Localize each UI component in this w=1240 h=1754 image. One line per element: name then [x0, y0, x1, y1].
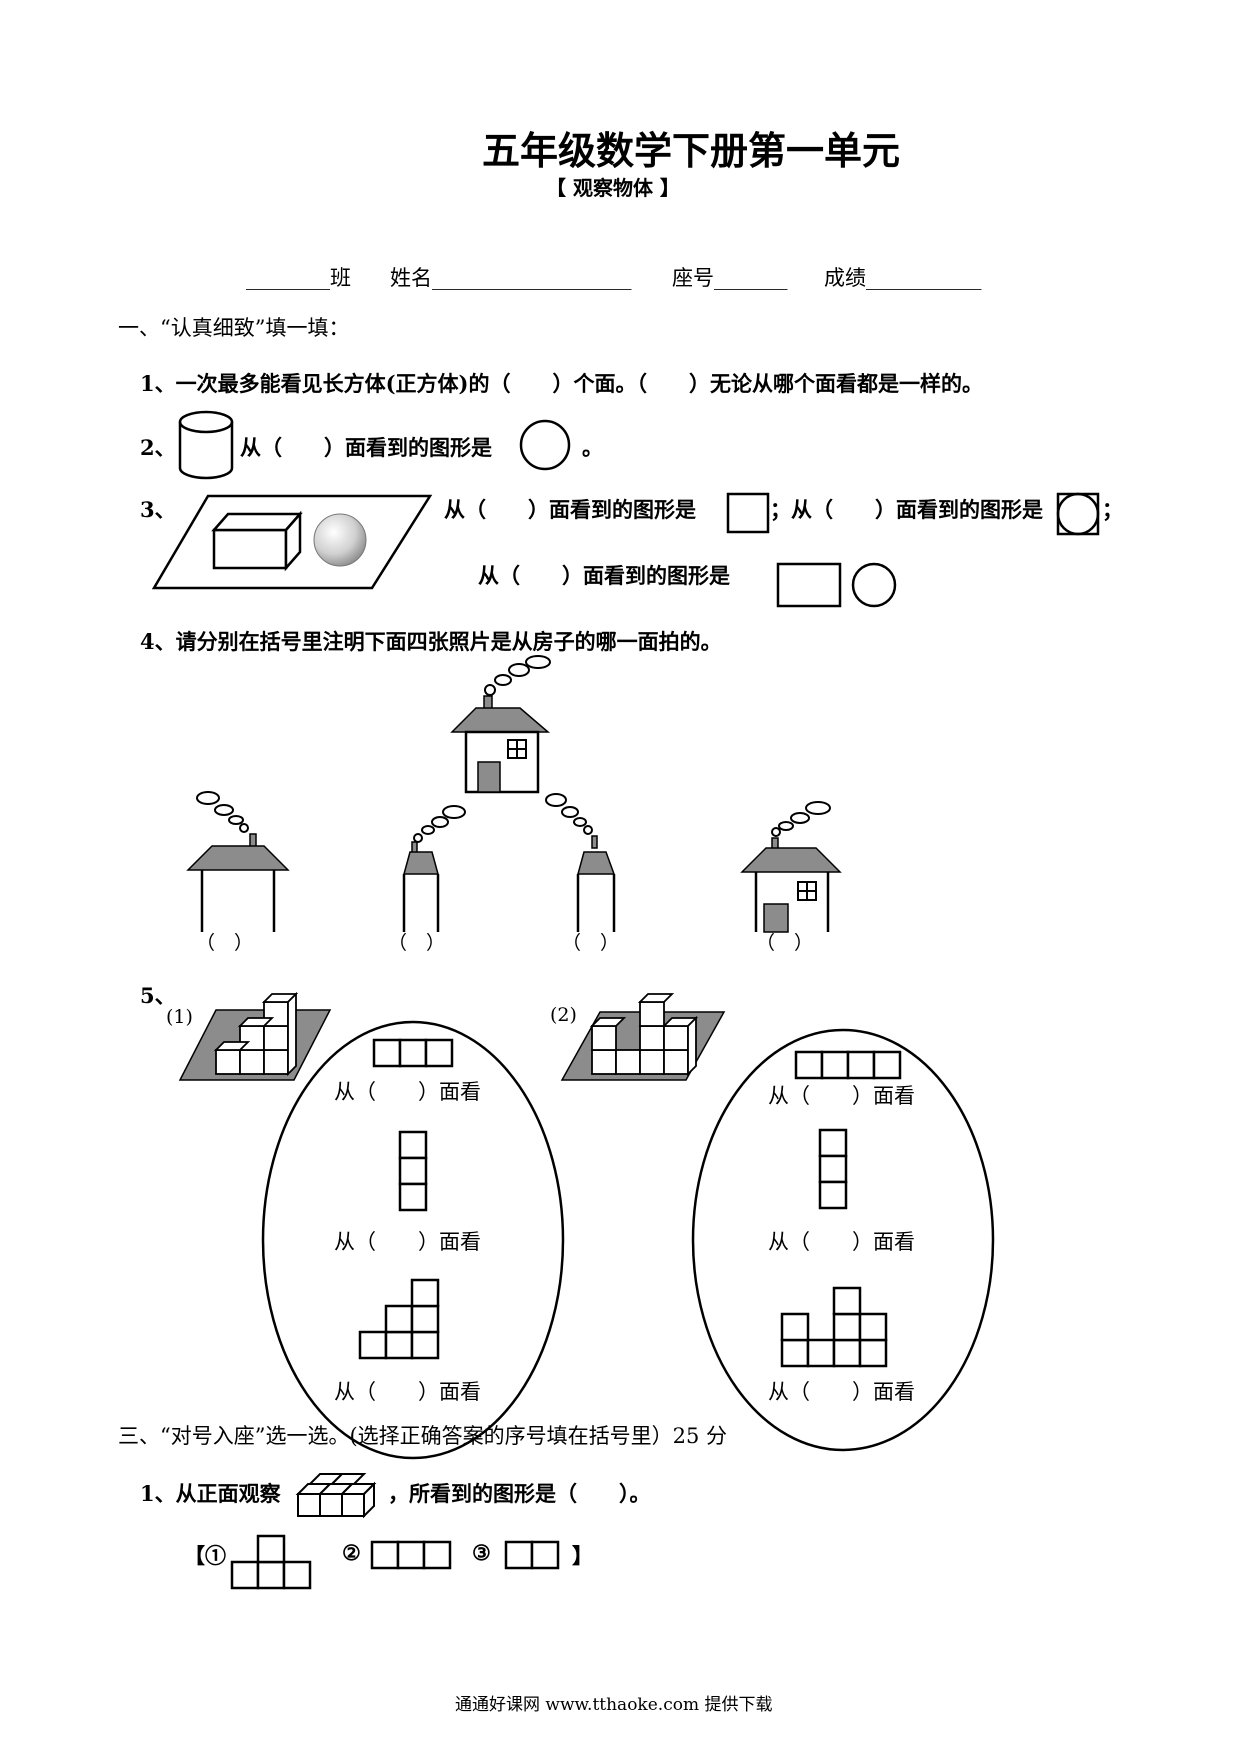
- view-ellipse-1: [261, 1020, 565, 1460]
- question-2-number: 2、: [140, 435, 176, 460]
- view-blank-2b: 从（ ）面看: [768, 1230, 915, 1254]
- house-view-blank-1: （ ）: [196, 932, 254, 954]
- house-right-side-icon: [545, 793, 616, 932]
- class-field: ________班: [246, 266, 351, 290]
- cube-stack-2-icon: [560, 993, 726, 1081]
- question-3-text-c: 从（ ）面看到的图形是: [478, 563, 730, 588]
- house-view-blank-4: （ ）: [756, 932, 814, 954]
- view-ellipse-2: [691, 1028, 995, 1452]
- square-answer-icon: [726, 492, 770, 534]
- circle-answer-icon-2: [851, 562, 897, 608]
- view-blank-2a: 从（ ）面看: [768, 1084, 915, 1108]
- question-1: 1、一次最多能看见长方体(正方体)的（ ）个面。（ ）无论从哪个面看都是一样的。: [140, 371, 983, 396]
- question-3-end: ；: [1102, 497, 1123, 522]
- view-2a-shape: [794, 1050, 902, 1080]
- view-2b-shape: [818, 1128, 848, 1210]
- question-2-text: 从（ ）面看到的图形是: [240, 435, 492, 460]
- view-blank-1a: 从（ ）面看: [334, 1080, 481, 1104]
- house-view-blank-2: （ ）: [388, 932, 446, 954]
- view-1a-shape: [372, 1038, 454, 1068]
- option-2-shape: [370, 1540, 452, 1570]
- question-3-number: 3、: [140, 497, 176, 522]
- page-subtitle: 【 观察物体 】: [546, 176, 680, 200]
- cuboid-sphere-scene: [151, 494, 433, 590]
- view-2c-shape: [780, 1286, 888, 1368]
- cube-stack-1-icon: [178, 991, 332, 1081]
- question-5-label-2: (2): [550, 1004, 577, 1026]
- option-open: 【①: [184, 1543, 226, 1568]
- square-circle-answer-icon: [1056, 492, 1100, 536]
- option-2-label: ②: [342, 1540, 361, 1565]
- option-close: 】: [572, 1543, 593, 1568]
- question-5-label-1: (1): [166, 1006, 193, 1028]
- section3-heading: 三、“对号入座”选一选。(选择正确答案的序号填在括号里）25 分: [118, 1424, 728, 1448]
- question-5-number: 5、: [140, 983, 176, 1008]
- question-3-text-b: ；从（ ）面看到的图形是: [770, 497, 1043, 522]
- name-field: 姓名___________________: [390, 266, 632, 290]
- option-3-label: ③: [472, 1540, 491, 1565]
- cylinder-icon: [178, 410, 234, 480]
- question-3-text-a: 从（ ）面看到的图形是: [444, 497, 696, 522]
- footer-text: 通通好课网 www.tthaoke.com 提供下载: [455, 1695, 773, 1715]
- question-4: 4、请分别在括号里注明下面四张照片是从房子的哪一面拍的。: [140, 629, 722, 654]
- view-1c-shape: [358, 1278, 440, 1360]
- seat-field: 座号_______: [672, 266, 788, 290]
- page-title: 五年级数学下册第一单元: [482, 128, 901, 173]
- small-cube-figure-icon: [295, 1473, 377, 1519]
- view-blank-1c: 从（ ）面看: [334, 1380, 481, 1404]
- view-blank-2c: 从（ ）面看: [768, 1380, 915, 1404]
- house-view-blank-3: （ ）: [562, 932, 620, 954]
- house-front-view-icon: [740, 801, 842, 933]
- section3-question-1-a: 1、从正面观察: [140, 1481, 281, 1506]
- house-back-icon: [186, 791, 290, 932]
- rectangle-answer-icon: [776, 562, 842, 608]
- option-3-shape: [504, 1540, 560, 1570]
- circle-answer-icon: [519, 419, 571, 471]
- view-blank-1b: 从（ ）面看: [334, 1230, 481, 1254]
- sphere-icon: [313, 513, 367, 567]
- question-2-end: 。: [582, 435, 603, 460]
- view-1b-shape: [398, 1130, 428, 1212]
- option-1-shape: [230, 1534, 312, 1590]
- section1-heading: 一、“认真细致”填一填：: [118, 316, 350, 340]
- house-front-icon: [450, 655, 551, 794]
- section3-question-1-b: ，所看到的图形是（ ）。: [388, 1481, 651, 1506]
- score-field: 成绩___________: [824, 266, 982, 290]
- house-left-side-icon: [402, 805, 466, 932]
